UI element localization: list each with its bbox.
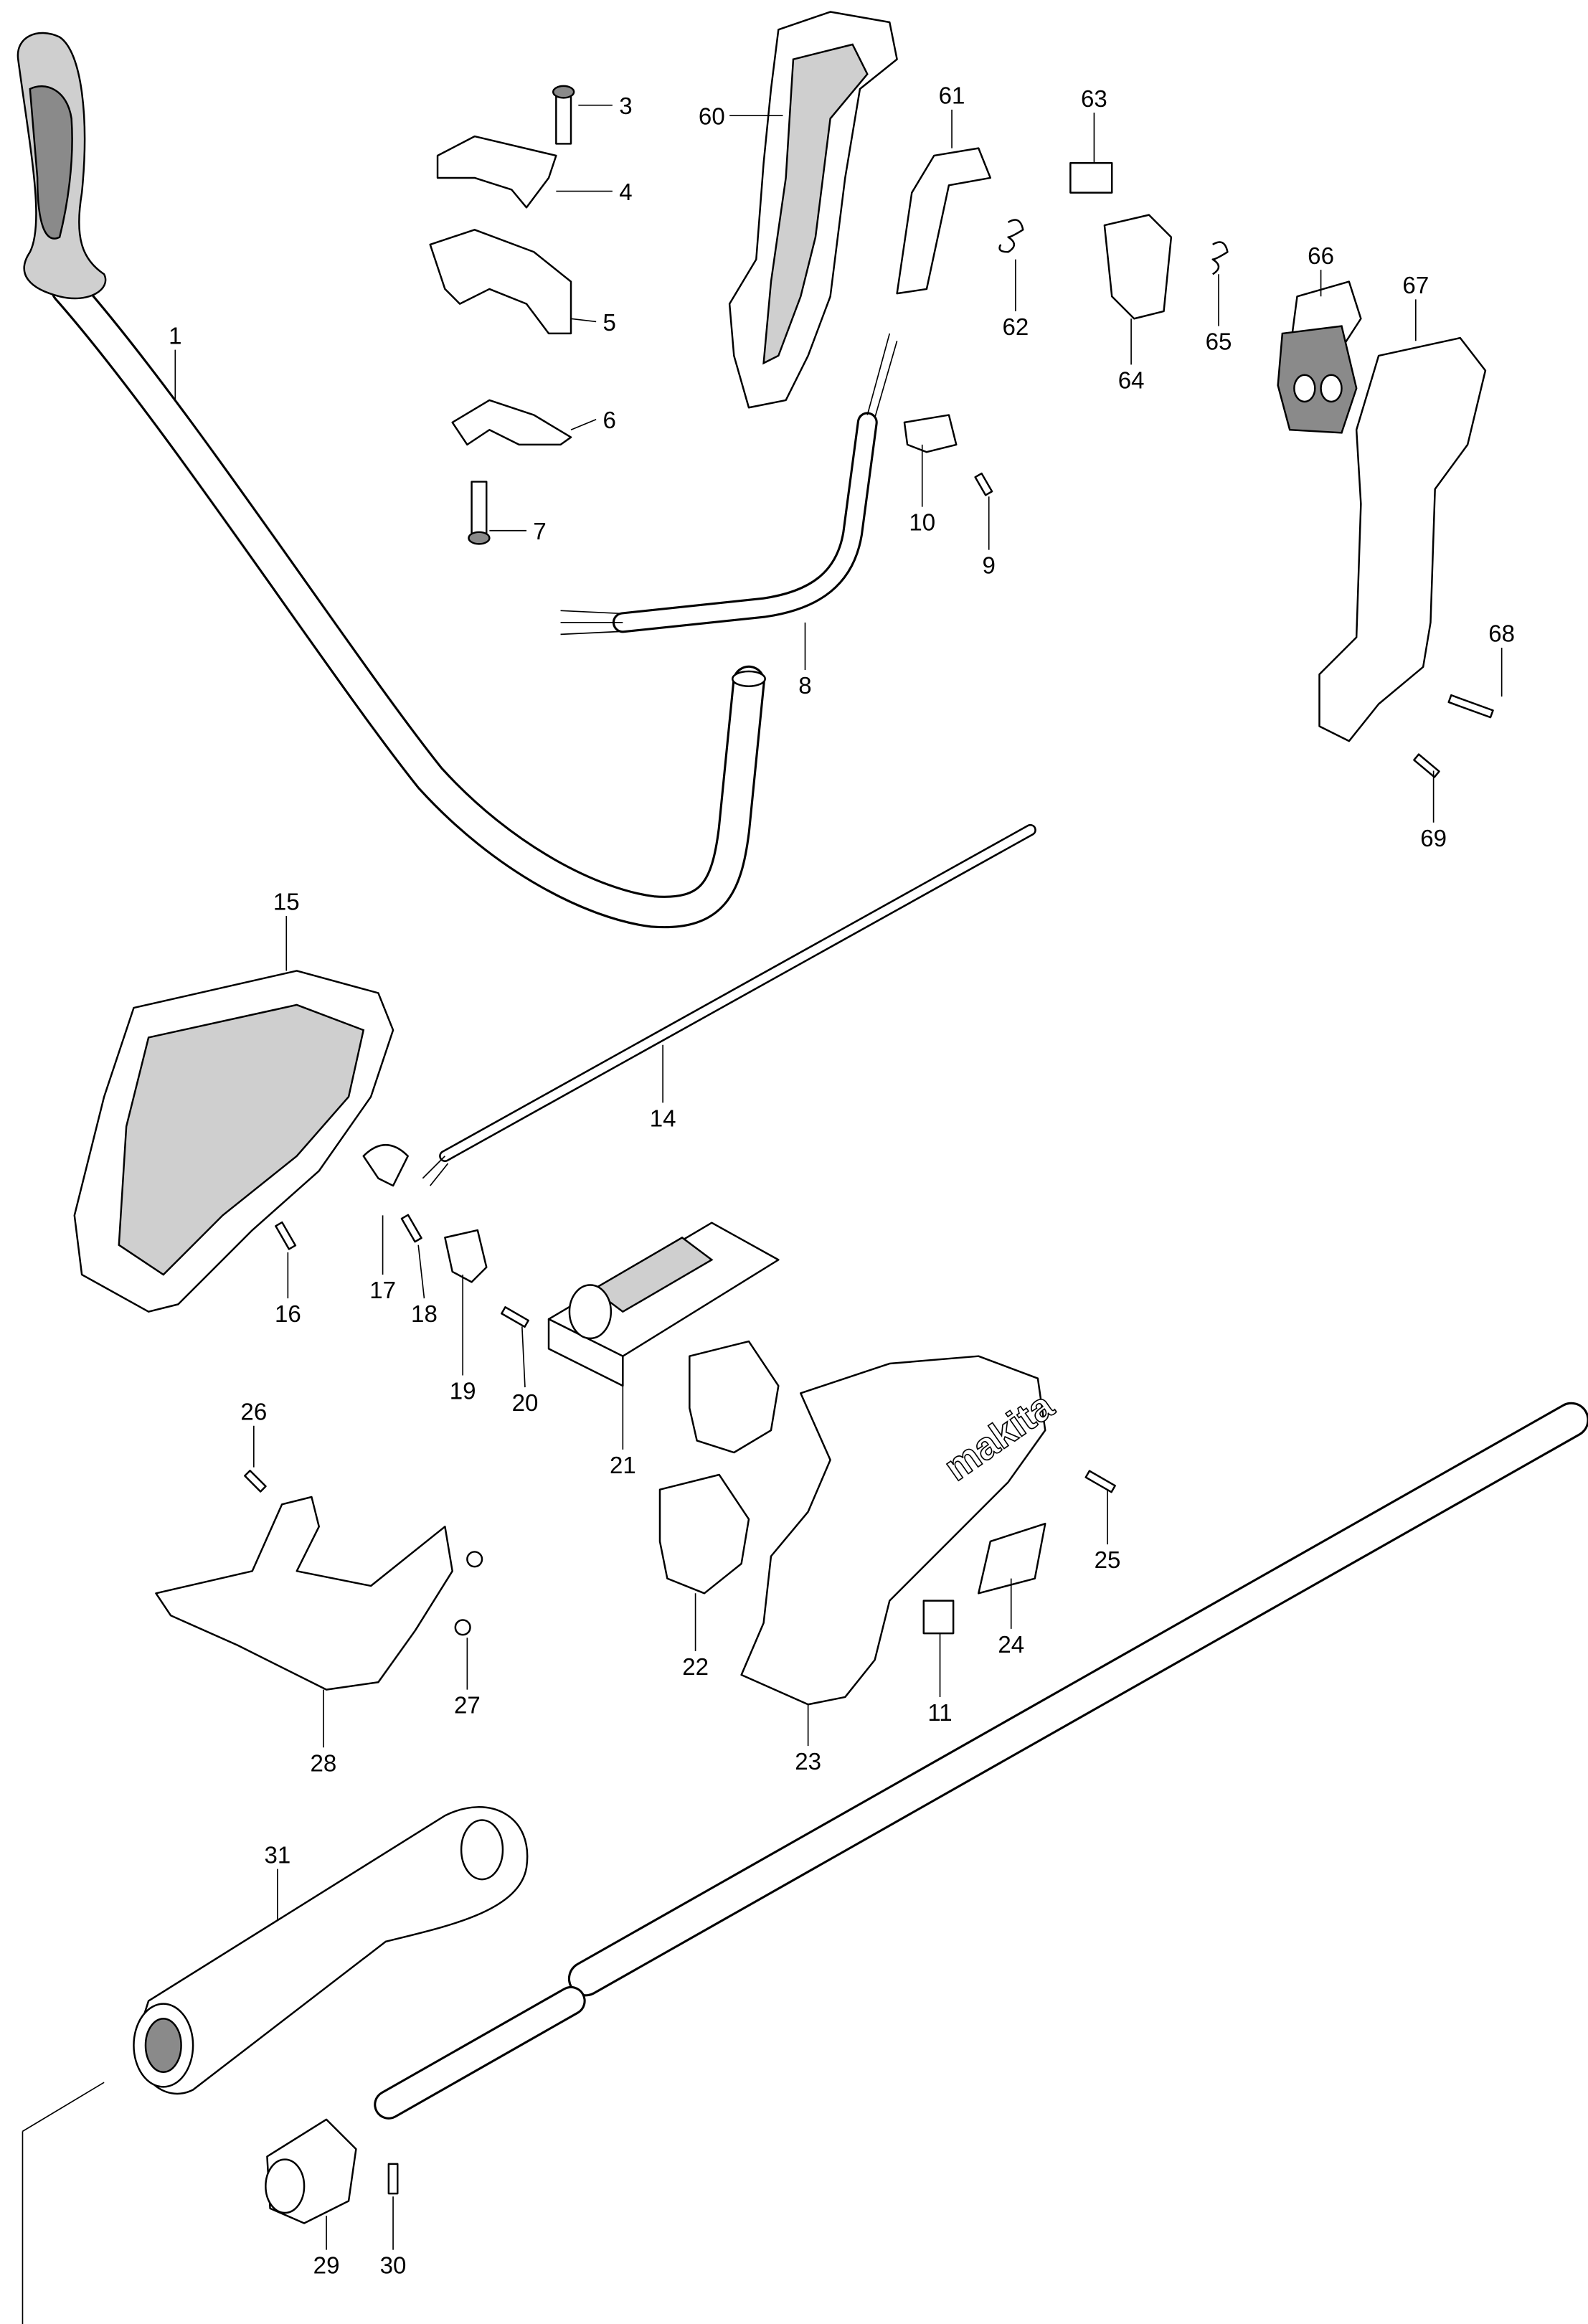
label-part-11: 11 [927, 1700, 952, 1727]
parts-61-65-switch-set [896, 147, 1229, 320]
label-part-23: 23 [795, 1749, 821, 1775]
part-31-rear-grip [133, 1806, 529, 2224]
label-part-15: 15 [273, 889, 300, 916]
label-part-60: 60 [699, 104, 725, 131]
label-part-6: 6 [603, 407, 616, 434]
label-part-5: 5 [603, 310, 616, 336]
label-part-30: 30 [380, 2253, 407, 2280]
label-part-68: 68 [1488, 621, 1515, 648]
label-part-64: 64 [1118, 367, 1145, 394]
label-part-3: 3 [619, 93, 632, 120]
part-labels: 3 4 5 6 7 60 61 63 62 64 65 66 67 1 10 9… [169, 83, 1515, 2280]
label-part-19: 19 [450, 1379, 476, 1405]
label-part-4: 4 [619, 179, 632, 206]
label-part-65: 65 [1206, 329, 1232, 356]
label-part-10: 10 [909, 510, 935, 537]
label-part-24: 24 [998, 1632, 1024, 1658]
part-23-cover: makita [740, 1355, 1116, 1706]
label-part-20: 20 [512, 1390, 539, 1417]
label-part-29: 29 [313, 2253, 340, 2280]
part-14-wire [422, 823, 1036, 1186]
part-15-motor-housing [73, 970, 422, 1313]
label-part-17: 17 [369, 1277, 396, 1304]
label-part-25: 25 [1095, 1547, 1121, 1574]
part-1-loop-handle [16, 32, 766, 929]
label-part-62: 62 [1003, 314, 1029, 341]
label-part-26: 26 [240, 1399, 267, 1426]
label-part-21: 21 [610, 1452, 636, 1479]
parts-66-67-grip [1277, 280, 1487, 742]
label-part-18: 18 [411, 1301, 438, 1328]
part-60-handle-housing [728, 11, 898, 409]
main-shaft [22, 1402, 1588, 2324]
label-part-67: 67 [1402, 273, 1429, 299]
label-part-61: 61 [939, 83, 965, 110]
parts-19-22-electronics [444, 1222, 780, 1595]
label-part-28: 28 [311, 1750, 337, 1777]
label-part-1: 1 [169, 323, 181, 349]
label-part-31: 31 [265, 1842, 291, 1869]
label-part-9: 9 [983, 553, 996, 580]
part-8-cable [560, 333, 1494, 778]
label-part-8: 8 [798, 673, 811, 699]
label-part-16: 16 [275, 1301, 301, 1328]
label-part-14: 14 [650, 1105, 676, 1132]
label-part-22: 22 [682, 1654, 709, 1681]
part-28-bracket [155, 1470, 483, 1691]
label-part-69: 69 [1420, 826, 1447, 852]
label-part-27: 27 [454, 1693, 481, 1719]
label-part-66: 66 [1308, 243, 1334, 270]
label-part-63: 63 [1081, 86, 1107, 113]
leader-lines [174, 104, 1503, 2250]
label-part-7: 7 [533, 519, 546, 545]
parts-3-7-clamp [429, 85, 575, 545]
